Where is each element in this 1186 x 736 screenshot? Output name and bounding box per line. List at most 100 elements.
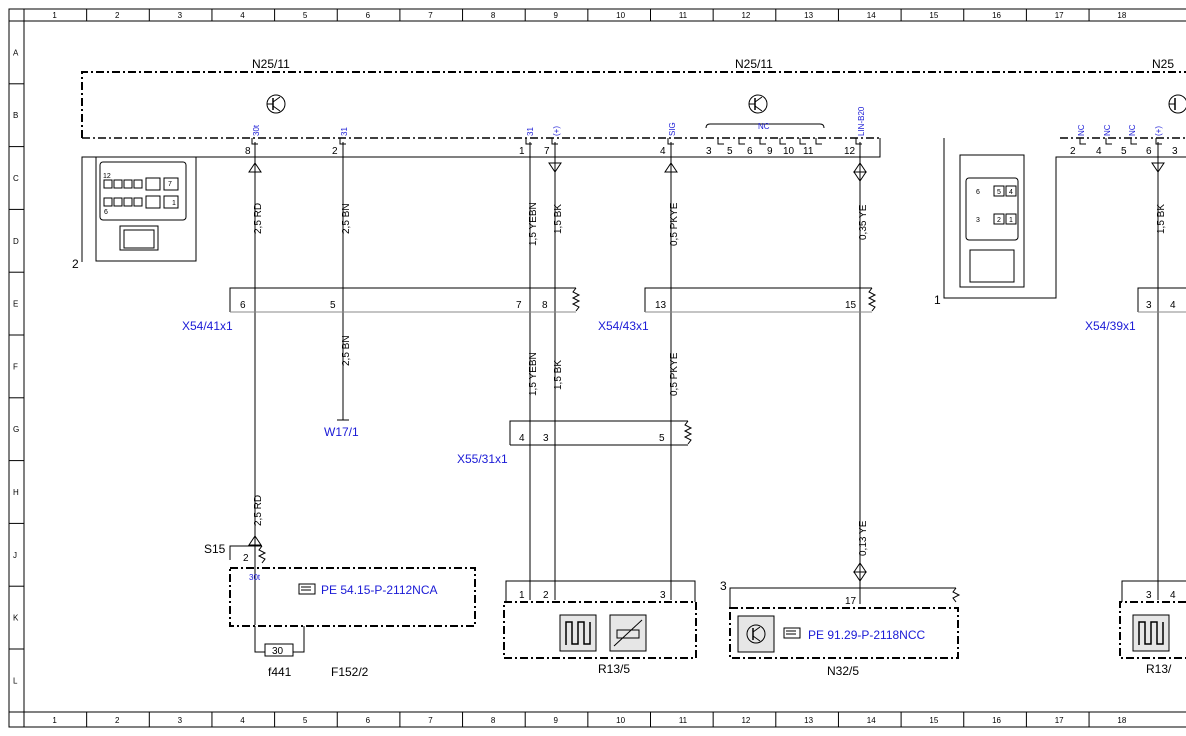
service-reference-link[interactable]: PE 91.29-P-2118NCC (808, 628, 926, 642)
grid-row-label: E (13, 300, 18, 309)
grid-row-label: K (13, 614, 19, 623)
connector-label[interactable]: X54/39x1 (1085, 319, 1136, 333)
grid-column-label: 15 (929, 11, 938, 20)
grid-row-label: F (13, 362, 18, 371)
wire-label: 2,5 BN (341, 335, 352, 366)
component-label: R13/5 (598, 662, 630, 676)
grid-row-label: D (13, 237, 19, 246)
grid-column-label: 18 (1117, 11, 1126, 20)
transistor-icon (737, 615, 775, 653)
wire-label: 2,5 BN (341, 203, 352, 234)
grid-column-label: 17 (1055, 716, 1064, 725)
wire-label: 0,5 PKYE (669, 202, 680, 246)
s15-label: S15 (204, 542, 226, 556)
grid-columns: 1122334455667788991010111112121313141415… (23, 9, 1127, 727)
component-label: F152/2 (331, 665, 369, 679)
pin-number: 6 (240, 300, 246, 311)
pointing-hand-icon (298, 583, 316, 595)
grid-column-label: 12 (741, 716, 750, 725)
grid-row-label: C (13, 174, 19, 183)
pin-number: 5 (1121, 146, 1127, 157)
connector-x54-43x1: 13 15 (644, 287, 877, 313)
service-reference-link[interactable]: PE 54.15-P-2112NCA (321, 583, 438, 597)
grid-column-label: 5 (303, 716, 308, 725)
grid-row-label: B (13, 111, 18, 120)
pin-number: 8 (542, 300, 548, 311)
wire-labels: 2,5 RD 2,5 BN 1,5 YEBN 1,5 BK 0,5 PKYE 0… (253, 202, 1167, 556)
grid-column-label: 3 (178, 716, 183, 725)
grid-column-label: 2 (115, 11, 120, 20)
grid-column-label: 14 (867, 716, 876, 725)
signal-name: 30t (252, 124, 261, 136)
wires (254, 142, 1159, 625)
component-r13-right-partial: 3 4 R13/ (1119, 580, 1186, 676)
connector-right-pin-label: 1 (1009, 217, 1013, 224)
grid-column-label: 9 (554, 716, 559, 725)
ground-point-label[interactable]: W17/1 (324, 425, 359, 439)
pin-number: 4 (1170, 590, 1176, 601)
grid-column-label: 3 (178, 11, 183, 20)
pin-number: 2 (543, 590, 549, 601)
connector-face-drawing: 12 6 7 1 (95, 156, 197, 262)
grid-column-label: 10 (616, 11, 625, 20)
signal-name: (+) (552, 126, 561, 136)
signal-name: NC (1077, 124, 1086, 136)
pin-number: 5 (659, 433, 665, 444)
wire-label: 2,5 RD (253, 495, 264, 526)
connector-right-pin-label: 6 (976, 189, 980, 196)
wire-label: 0,35 YE (858, 204, 869, 240)
outer-frame (8, 8, 1186, 728)
fuse-label: f441 (268, 665, 292, 679)
grid-column-label: 2 (115, 716, 120, 725)
grid-column-label: 9 (554, 11, 559, 20)
wire-label: 1,5 YEBN (528, 352, 539, 396)
grid-column-label: 16 (992, 716, 1001, 725)
pin-number: 3 (543, 433, 549, 444)
wire-label: 0,13 YE (858, 520, 869, 556)
grid-column-label: 10 (616, 716, 625, 725)
temperature-sensor-icon (609, 614, 647, 652)
grid-column-label: 11 (679, 716, 688, 725)
wire-label: 1,5 BK (1156, 204, 1167, 234)
pin-number: 17 (845, 596, 857, 607)
heater-element-icon (559, 614, 597, 652)
wire-label: 0,5 PKYE (669, 352, 680, 396)
heater-element-icon (1132, 614, 1170, 652)
component-label: R13/ (1146, 662, 1172, 676)
connector-face-drawing-right: 6 5 4 3 2 1 (959, 154, 1025, 288)
connector-left-pin-label: 1 (172, 200, 176, 207)
pin-number: 9 (767, 146, 773, 157)
pin-number: 6 (747, 146, 753, 157)
nc-bracket (705, 123, 825, 129)
connector-left-pin-label: 6 (104, 209, 108, 216)
pin-number: 12 (844, 146, 856, 157)
grid-column-label: 1 (52, 716, 57, 725)
module-dashed-housing (81, 71, 1186, 138)
pin-number: 4 (1170, 300, 1176, 311)
grid-column-label: 5 (303, 11, 308, 20)
connector-label[interactable]: X54/43x1 (598, 319, 649, 333)
signal-name: SIG (668, 122, 677, 136)
transistor-icon (1168, 94, 1186, 114)
grid-column-label: 18 (1117, 716, 1126, 725)
grid-row-label: J (13, 551, 17, 560)
transistor-icon (748, 94, 768, 114)
signal-name: LIN-B20 (857, 106, 866, 136)
pin-number: 3 (706, 146, 712, 157)
grid-column-label: 16 (992, 11, 1001, 20)
fuse-box-f152-2: S15 2 30t PE 54.15-P-2112NCA 30 f441 F15… (204, 542, 476, 679)
pin-number: 4 (1096, 146, 1102, 157)
component-label: N32/5 (827, 664, 859, 678)
connector-label[interactable]: X54/41x1 (182, 319, 233, 333)
pin-number: 2 (1070, 146, 1076, 157)
grid-column-label: 4 (240, 716, 245, 725)
grid-column-label: 8 (491, 11, 496, 20)
connector-x54-41x1: 6 5 7 8 (229, 287, 581, 313)
wire-label: 2,5 RD (253, 203, 264, 234)
module-label-center: N25/11 (735, 57, 773, 71)
grid-column-label: 7 (428, 716, 433, 725)
grid-column-label: 4 (240, 11, 245, 20)
signal-name: 31 (340, 127, 349, 136)
connector-label[interactable]: X55/31x1 (457, 452, 508, 466)
